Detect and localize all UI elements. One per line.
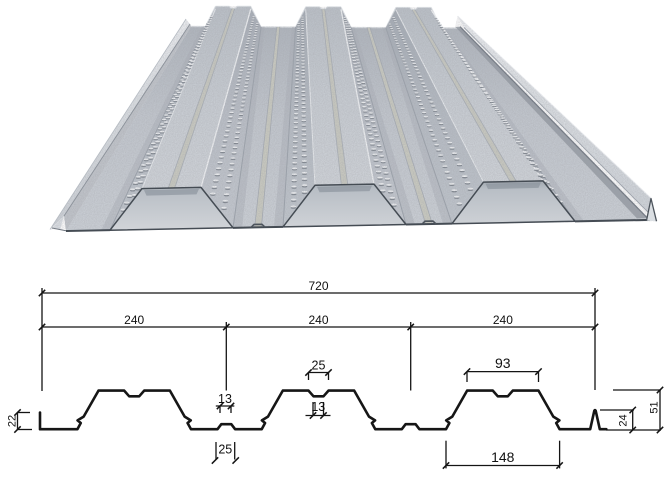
svg-text:25: 25 [218,443,232,457]
svg-text:240: 240 [308,313,328,327]
svg-text:13: 13 [218,392,232,406]
svg-text:25: 25 [312,359,326,373]
svg-text:13: 13 [311,400,325,414]
svg-text:240: 240 [493,313,513,327]
svg-text:22: 22 [7,415,19,427]
svg-text:720: 720 [308,279,328,293]
svg-text:51: 51 [648,401,660,413]
svg-text:148: 148 [491,449,515,465]
svg-text:24: 24 [618,414,630,426]
svg-text:240: 240 [124,313,144,327]
svg-text:93: 93 [495,355,511,371]
